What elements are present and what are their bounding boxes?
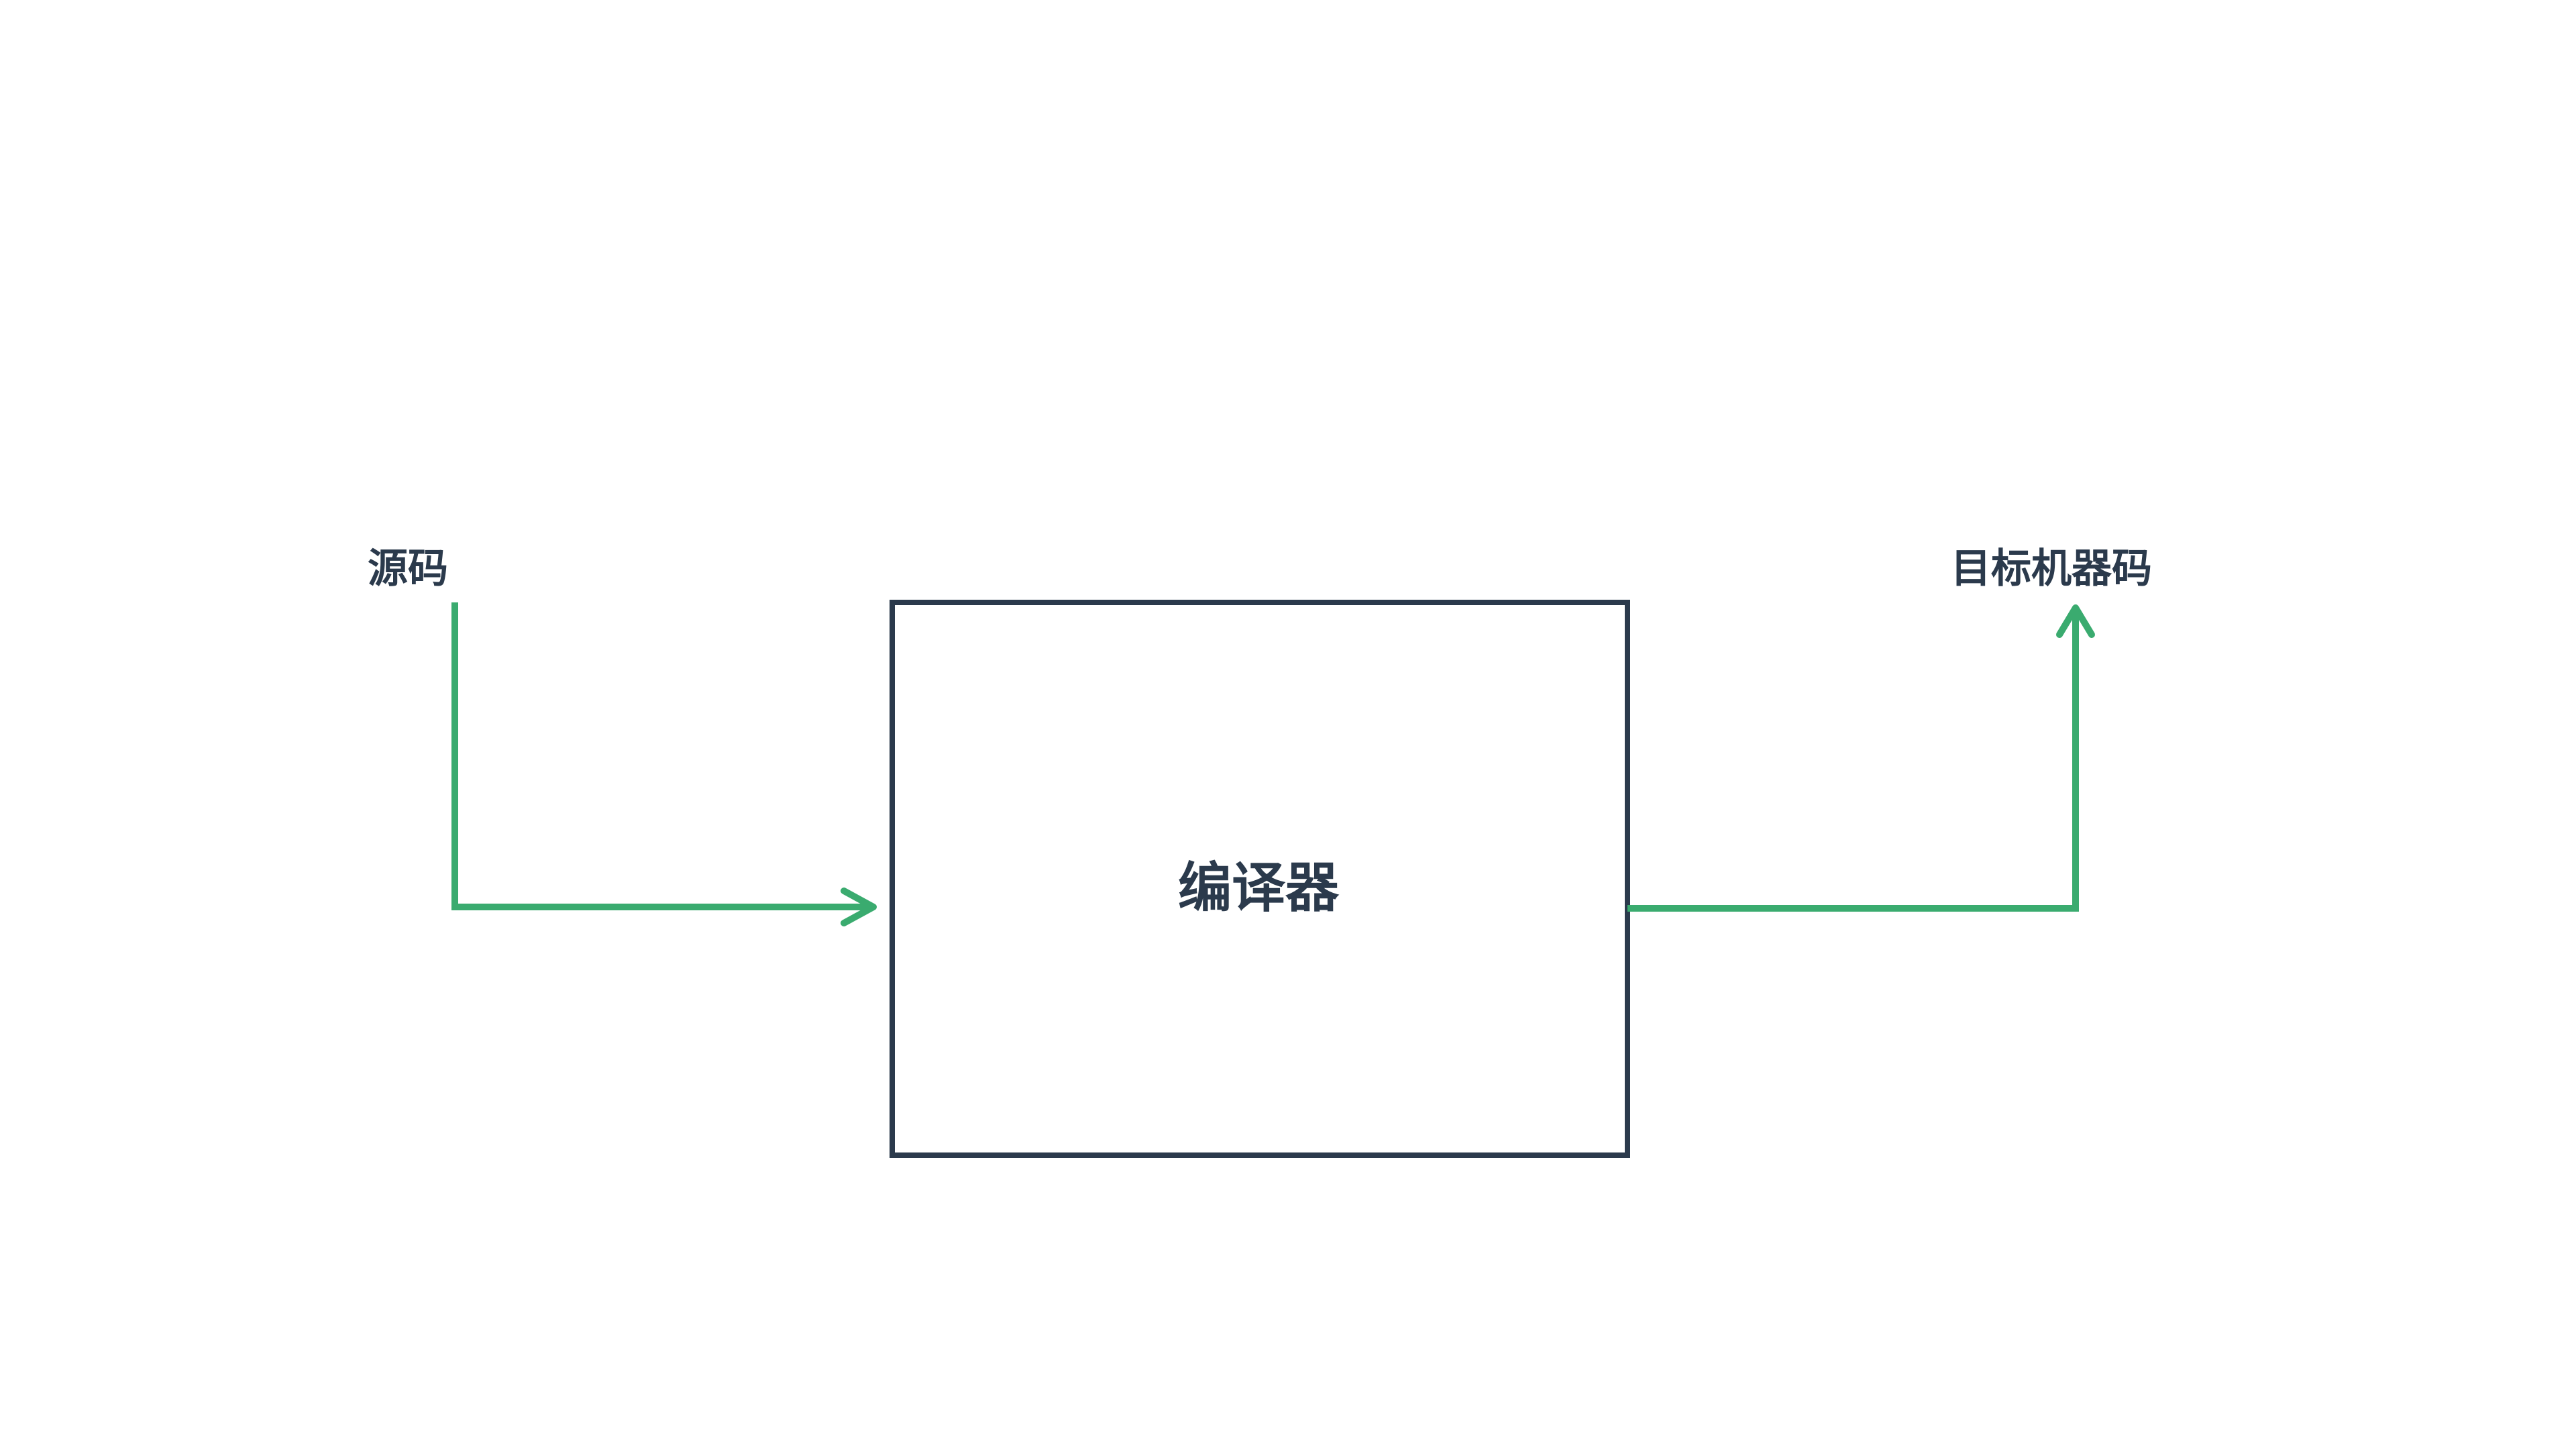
target-machine-code-label: 目标机器码: [1951, 545, 2152, 592]
output-arrow: [1627, 612, 2079, 912]
compiler-label: 编译器: [1178, 857, 1339, 919]
input-arrow: [451, 602, 873, 910]
output-arrow-head: [2056, 604, 2095, 638]
source-code-label: 源码: [368, 545, 448, 592]
input-arrow-head: [841, 888, 877, 926]
compiler-box[interactable]: [890, 600, 1630, 1158]
